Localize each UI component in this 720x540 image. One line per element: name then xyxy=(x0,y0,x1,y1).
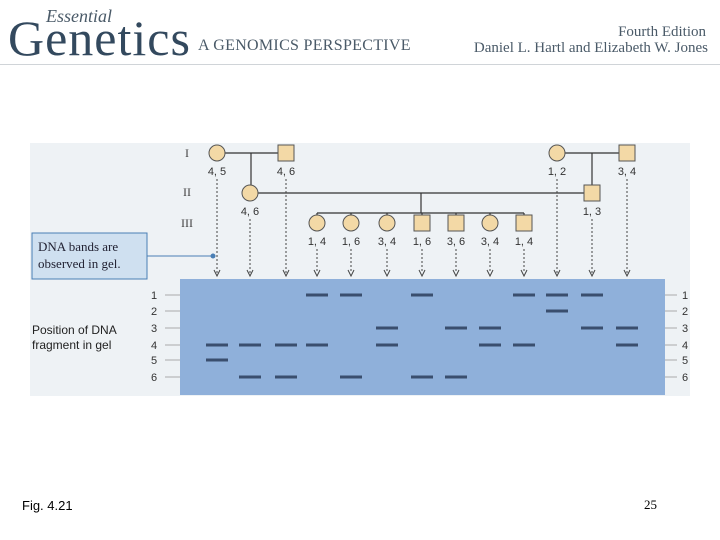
gel-band-I-2-pos4 xyxy=(275,343,297,347)
gel-axis-label-1: Position of DNA xyxy=(32,323,117,337)
slide-header: Genetics Essential A GENOMICS PERSPECTIV… xyxy=(0,0,720,66)
genotype-III-2: 1, 6 xyxy=(342,236,360,248)
male-symbol-III-5 xyxy=(447,214,465,232)
lane-arrowhead-III-3 xyxy=(383,269,391,278)
lane-arrowhead-II-1 xyxy=(246,269,254,278)
gel-band-III-6-pos3 xyxy=(479,326,501,330)
generation-label-III: III xyxy=(181,216,193,230)
gel-band-I-3-pos2 xyxy=(546,309,568,313)
gel-band-III-7-pos1 xyxy=(513,293,535,297)
lane-arrowhead-I-2 xyxy=(282,269,290,278)
position-label-right-1: 1 xyxy=(682,290,688,302)
generation-label-II: II xyxy=(183,185,191,199)
lane-arrowhead-III-5 xyxy=(452,269,460,278)
gel-band-I-2-pos6 xyxy=(275,375,297,379)
figure-label: Fig. 4.21 xyxy=(22,498,73,513)
position-label-left-4: 4 xyxy=(151,340,157,352)
lane-arrowhead-I-3 xyxy=(553,269,561,278)
callout-line-1: DNA bands are xyxy=(38,239,118,254)
position-label-left-1: 1 xyxy=(151,290,157,302)
gel-band-III-1-pos1 xyxy=(306,293,328,297)
genotype-III-5: 3, 6 xyxy=(447,236,465,248)
gel-band-II-1-pos6 xyxy=(239,375,261,379)
brand-genetics: Genetics xyxy=(8,10,191,66)
position-label-left-5: 5 xyxy=(151,355,157,367)
gel-band-III-2-pos6 xyxy=(340,375,362,379)
female-symbol-III-2 xyxy=(342,214,360,232)
gel-band-II-1-pos4 xyxy=(239,343,261,347)
genotype-I-2: 4, 6 xyxy=(277,166,295,178)
position-label-right-3: 3 xyxy=(682,323,688,335)
edition-label: Fourth Edition xyxy=(618,24,706,40)
genotype-I-3: 1, 2 xyxy=(548,166,566,178)
gel-band-III-7-pos4 xyxy=(513,343,535,347)
genotype-III-3: 3, 4 xyxy=(378,236,396,248)
gel-band-I-4-pos4 xyxy=(616,343,638,347)
gel-band-I-4-pos3 xyxy=(616,326,638,330)
callout-leader-dot xyxy=(210,253,216,259)
female-symbol-III-6 xyxy=(481,214,499,232)
position-label-right-4: 4 xyxy=(682,340,688,352)
gel-band-III-5-pos3 xyxy=(445,326,467,330)
position-label-left-6: 6 xyxy=(151,372,157,384)
callout-box xyxy=(31,232,148,280)
brand-essential: Essential xyxy=(46,6,112,26)
genotype-III-4: 1, 6 xyxy=(413,236,431,248)
gel-band-III-3-pos3 xyxy=(376,326,398,330)
position-label-left-2: 2 xyxy=(151,306,157,318)
gel-band-I-1-pos4 xyxy=(206,343,228,347)
lane-arrowhead-III-6 xyxy=(486,269,494,278)
page-number: 25 xyxy=(644,497,657,512)
gel-band-I-1-pos5 xyxy=(206,358,228,362)
lane-arrowhead-III-7 xyxy=(520,269,528,278)
position-label-left-3: 3 xyxy=(151,323,157,335)
lane-arrowhead-III-2 xyxy=(347,269,355,278)
genotype-II-2: 1, 3 xyxy=(583,206,601,218)
gel-band-I-3-pos1 xyxy=(546,293,568,297)
female-symbol-II-1 xyxy=(241,184,259,202)
brand-tagline: A GENOMICS PERSPECTIVE xyxy=(198,37,411,54)
authors-label: Daniel L. Hartl and Elizabeth W. Jones xyxy=(473,40,708,56)
gel-axis-label-2: fragment in gel xyxy=(32,338,111,352)
female-symbol-III-1 xyxy=(308,214,326,232)
gel-band-III-4-pos1 xyxy=(411,293,433,297)
genotype-I-4: 3, 4 xyxy=(618,166,636,178)
female-symbol-III-3 xyxy=(378,214,396,232)
gel-band-II-2-pos1 xyxy=(581,293,603,297)
female-symbol-I-3 xyxy=(548,144,566,162)
gel-band-II-2-pos3 xyxy=(581,326,603,330)
genotype-II-1: 4, 6 xyxy=(241,206,259,218)
gel-band-III-6-pos4 xyxy=(479,343,501,347)
callout-line-2: observed in gel. xyxy=(38,256,121,271)
male-symbol-III-7 xyxy=(515,214,533,232)
lane-arrowhead-II-2 xyxy=(588,269,596,278)
position-label-right-5: 5 xyxy=(682,355,688,367)
genotype-III-6: 3, 4 xyxy=(481,236,499,248)
lane-arrowhead-I-1 xyxy=(213,269,221,278)
male-symbol-II-2 xyxy=(583,184,601,202)
gel-band-III-3-pos4 xyxy=(376,343,398,347)
genotype-I-1: 4, 5 xyxy=(208,166,226,178)
lane-arrowhead-I-4 xyxy=(623,269,631,278)
position-label-right-2: 2 xyxy=(682,306,688,318)
generation-label-I: I xyxy=(185,146,189,160)
gel-band-III-4-pos6 xyxy=(411,375,433,379)
gel-band-III-1-pos4 xyxy=(306,343,328,347)
lane-arrowhead-III-4 xyxy=(418,269,426,278)
male-symbol-III-4 xyxy=(413,214,431,232)
position-label-right-6: 6 xyxy=(682,372,688,384)
male-symbol-I-2 xyxy=(277,144,295,162)
genotype-III-1: 1, 4 xyxy=(308,236,326,248)
gel-band-III-5-pos6 xyxy=(445,375,467,379)
header-divider xyxy=(0,64,720,65)
gel-band-III-2-pos1 xyxy=(340,293,362,297)
female-symbol-I-1 xyxy=(208,144,226,162)
male-symbol-I-4 xyxy=(618,144,636,162)
lane-arrowhead-III-1 xyxy=(313,269,321,278)
genotype-III-7: 1, 4 xyxy=(515,236,533,248)
